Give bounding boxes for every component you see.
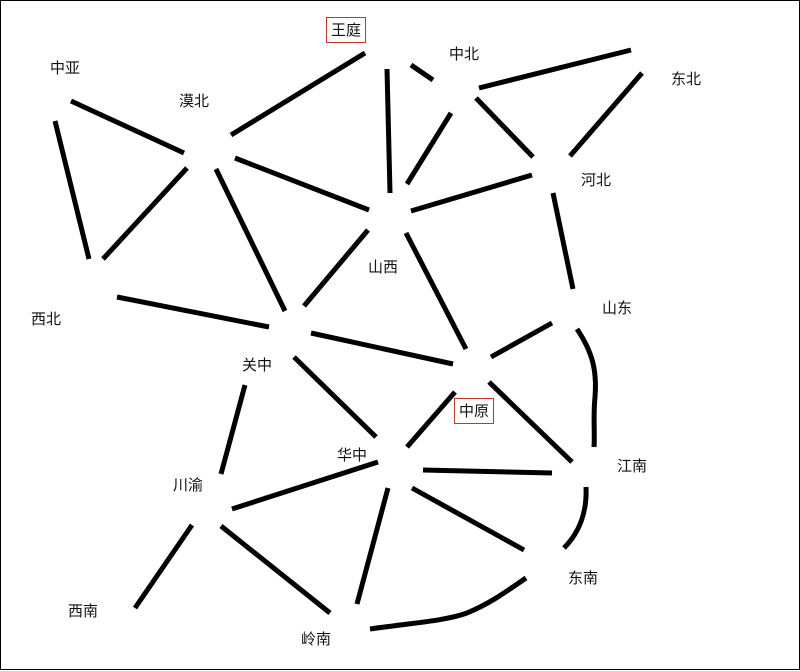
- region-label-chuanyu[interactable]: 川渝: [173, 476, 204, 494]
- region-label-zhongya[interactable]: 中亚: [50, 59, 81, 77]
- road-huazhong-dongnan: [410, 485, 526, 553]
- road-wangting-shanxi: [384, 68, 393, 194]
- region-label-hebei[interactable]: 河北: [581, 171, 612, 189]
- road-lingnan-dongnan: [369, 575, 528, 632]
- road-shanxi-zhongyuan: [403, 231, 469, 351]
- road-zhongya-xibei: [52, 120, 92, 260]
- road-zhongbei-hebei: [474, 96, 535, 159]
- road-chuanyu-lingnan: [219, 524, 332, 615]
- road-shandong-jiangnan: [574, 327, 598, 448]
- region-label-xinan[interactable]: 西南: [68, 602, 99, 620]
- region-label-shanxi[interactable]: 山西: [368, 258, 399, 276]
- road-guanzhong-zhongyuan: [310, 330, 454, 367]
- region-label-lingnan[interactable]: 岭南: [301, 630, 332, 648]
- region-label-zhongyuan[interactable]: 中原: [454, 398, 495, 424]
- road-mobei-guanzhong: [213, 167, 288, 313]
- road-wangting-zhongbei: [409, 62, 435, 83]
- road-chuanyu-xinan: [132, 523, 195, 610]
- region-label-wangting[interactable]: 王庭: [326, 17, 367, 43]
- road-guanzhong-chuanyu: [218, 384, 248, 475]
- region-label-xibei[interactable]: 西北: [31, 310, 62, 328]
- region-label-dongnan[interactable]: 东南: [568, 569, 599, 587]
- road-hebei-shandong: [550, 192, 576, 290]
- region-label-huazhong[interactable]: 华中: [337, 446, 368, 464]
- region-label-mobei[interactable]: 漠北: [179, 92, 210, 110]
- road-shanxi-guanzhong: [302, 228, 370, 308]
- road-zhongya-mobei: [69, 98, 186, 156]
- road-huazhong-chuanyu: [231, 459, 379, 512]
- road-zhongbei-shanxi: [404, 111, 454, 186]
- road-mobei-xibei: [101, 166, 189, 261]
- road-mobei-shanxi: [234, 155, 370, 213]
- road-shandong-zhongyuan: [489, 320, 554, 360]
- road-zhongyuan-huazhong: [405, 390, 457, 449]
- region-label-guanzhong[interactable]: 关中: [242, 356, 273, 374]
- road-dongbei-hebei: [568, 71, 644, 158]
- region-label-dongbei[interactable]: 东北: [671, 70, 702, 88]
- road-xibei-guanzhong: [116, 294, 270, 330]
- road-zhongbei-dongbei: [478, 47, 632, 91]
- road-wangting-mobei: [229, 50, 367, 138]
- road-guanzhong-huazhong: [292, 355, 378, 439]
- region-label-zhongbei[interactable]: 中北: [449, 45, 480, 63]
- road-shanxi-hebei: [410, 172, 533, 214]
- road-huazhong-jiangnan: [422, 467, 553, 476]
- region-label-jiangnan[interactable]: 江南: [617, 457, 648, 475]
- road-huazhong-lingnan: [354, 487, 391, 605]
- road-zhongyuan-jiangnan: [487, 380, 574, 464]
- region-label-shandong[interactable]: 山东: [602, 299, 633, 317]
- road-jiangnan-dongnan: [562, 486, 589, 550]
